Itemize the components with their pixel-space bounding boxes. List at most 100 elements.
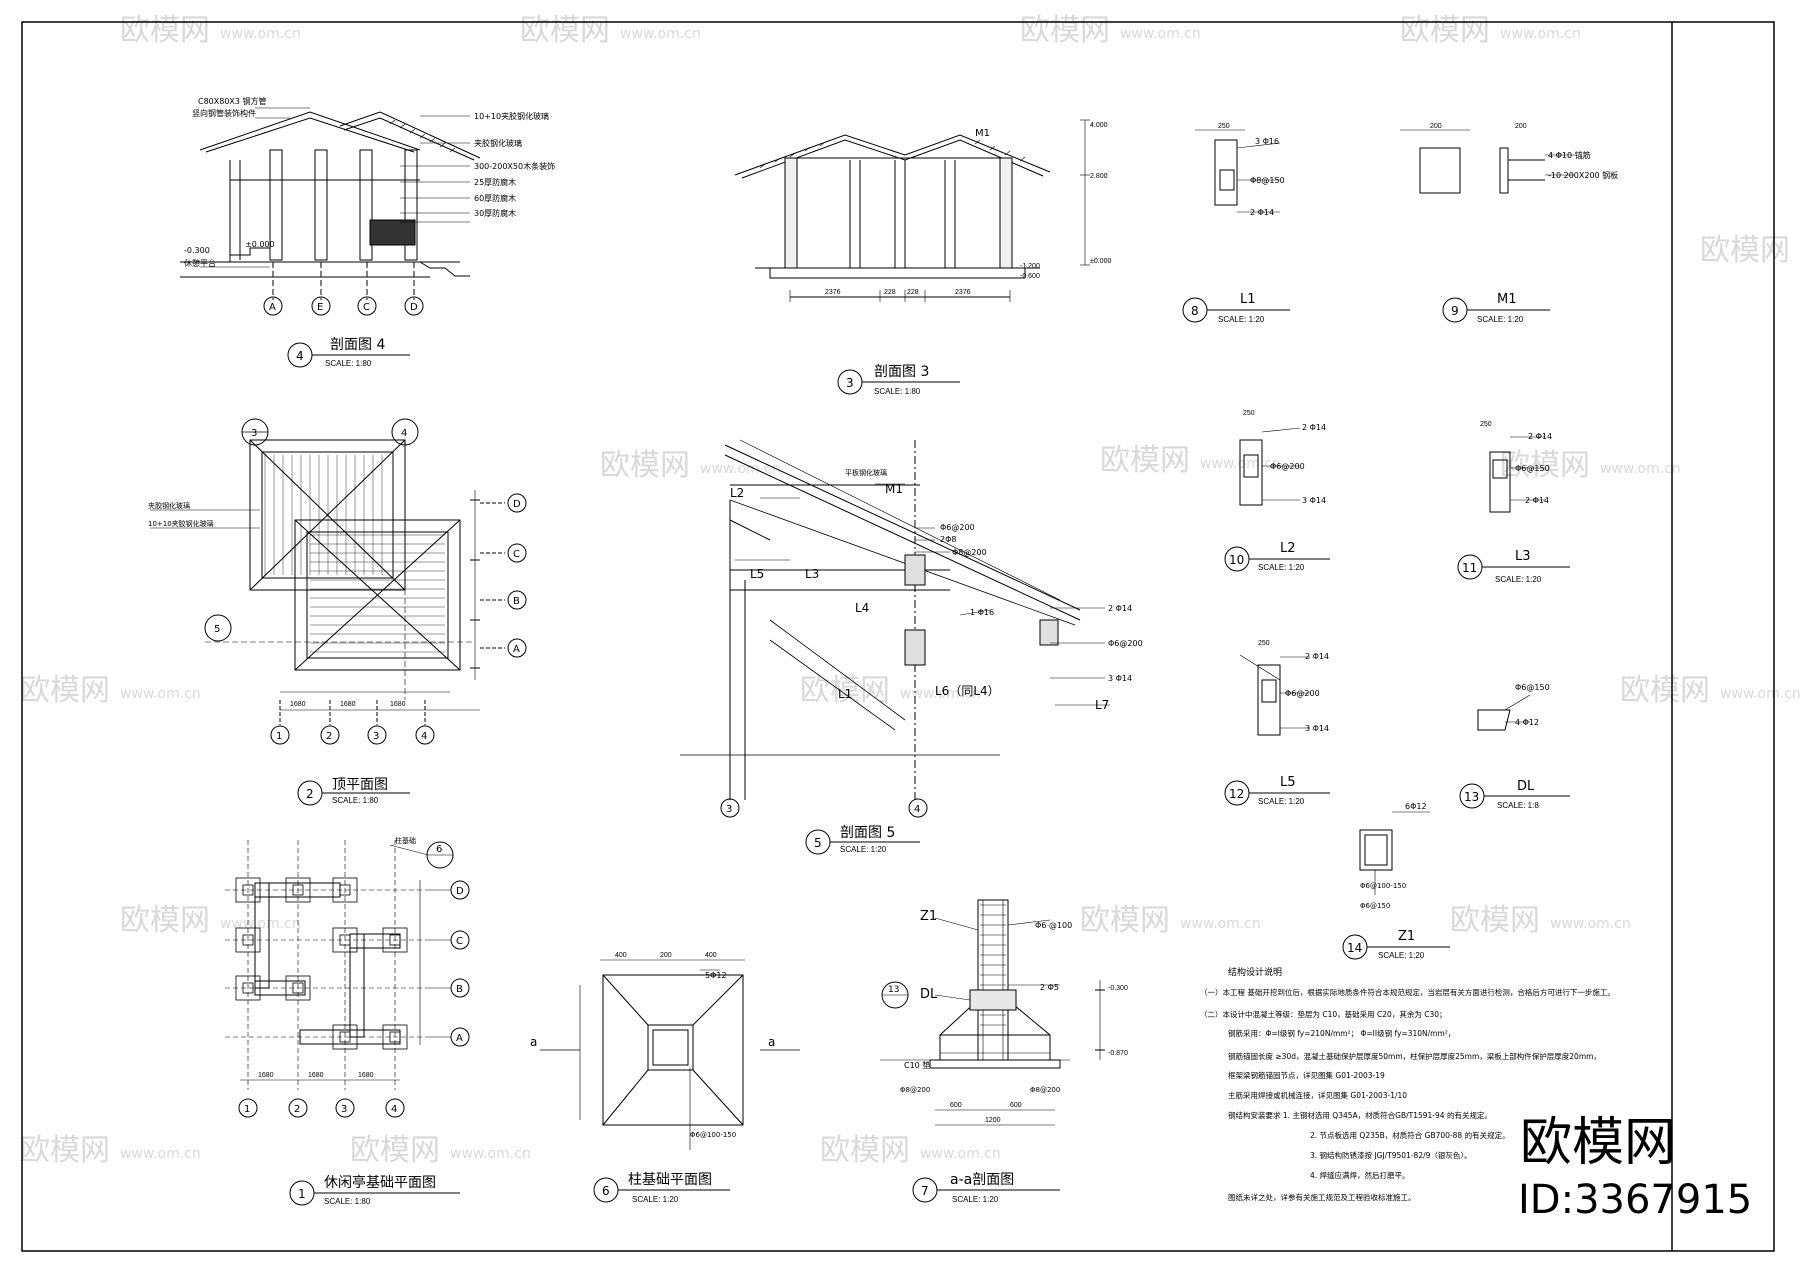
watermark-url: www.om.cn — [1600, 461, 1681, 477]
note-d4-10: 休憩平台 — [184, 258, 216, 268]
title-tag-9: 9 M1 SCALE: 1:20 — [1442, 292, 1550, 324]
axis-d1-v2: B — [456, 984, 463, 995]
title-1: 休闲亭基础平面图 — [324, 1174, 436, 1191]
watermark-cn: 欧模网 — [1080, 903, 1170, 938]
column-pad-core — [242, 884, 254, 896]
note-d8-0: 3 Φ16 — [1255, 137, 1279, 146]
axis-d1-v3: A — [456, 1033, 463, 1044]
notes-line-8: 3. 钢结构防锈漆按 JGJ/T9501-82/9（银灰色）。 — [1310, 1150, 1472, 1160]
watermark-cn: 欧模网 — [1500, 448, 1590, 483]
column-pad — [235, 975, 261, 1001]
beam-sections-drawing — [1195, 129, 1575, 895]
notes-line-2: 钢筋采用：Φ=I级钢 fy=210N/mm²； Φ=II级钢 fy=310N/m… — [1228, 1028, 1455, 1038]
axis-d4-3: D — [410, 302, 418, 313]
title-num-2: 2 — [306, 787, 314, 801]
title-num-6: 6 — [602, 1184, 610, 1198]
axis-d5-1: 4 — [914, 804, 920, 815]
title-num-10: 10 — [1229, 553, 1244, 567]
dim-d7-2: 1200 — [985, 1117, 1001, 1124]
column-pad-core — [292, 884, 304, 896]
watermark-cn: 欧模网 — [1620, 673, 1710, 708]
title-tag-2: 2 顶平面图 SCALE: 1:80 — [297, 777, 410, 806]
dim-d3-4: -0.600 — [1020, 273, 1040, 280]
watermark-url: www.om.cn — [920, 1146, 1001, 1162]
note-d11-0: 2 Φ14 — [1528, 432, 1552, 441]
dim-d7-0: 600 — [950, 1102, 962, 1109]
section-5-drawing — [680, 439, 1110, 818]
note-d5-6: 1 Φ16 — [970, 608, 994, 617]
title-num-8: 8 — [1191, 304, 1199, 318]
axis-d2-h0: 1 — [276, 731, 282, 742]
scale-3: SCALE: 1:80 — [874, 387, 921, 396]
column-pad — [332, 927, 358, 953]
watermark-cn: 欧模网 — [350, 1133, 440, 1168]
note-d5-3: 2 Φ14 — [1108, 604, 1132, 613]
note-d4-7: 30厚防腐木 — [474, 208, 516, 218]
cut-d6-right: a — [768, 1035, 775, 1049]
axis-d1-h1: 2 — [294, 1104, 300, 1115]
scale-10: SCALE: 1:20 — [1258, 563, 1305, 572]
title-tag-8: 8 L1 SCALE: 1:20 — [1182, 292, 1290, 324]
scale-9: SCALE: 1:20 — [1477, 315, 1524, 324]
axis-d2-v0: D — [513, 499, 521, 510]
note-d14-0: 6Φ12 — [1405, 802, 1427, 811]
label-d5-0: L2 — [730, 486, 744, 500]
title-3: 剖面图 3 — [874, 364, 929, 380]
section-4-drawing — [180, 107, 481, 316]
column-pad-core — [242, 934, 254, 946]
note-d5-5: 3 Φ14 — [1108, 674, 1132, 683]
sheet-border — [21, 21, 1775, 1252]
notes-line-4: 框架梁钢筋锚固节点，详见图集 G01-2003-19 — [1228, 1070, 1385, 1080]
title-6: 柱基础平面图 — [628, 1171, 712, 1188]
column-pad-core — [339, 1031, 351, 1043]
section-4-text: C80X80X3 钢方管 竖向钢管装饰构件 10+10夹胶钢化玻璃 夹胶钢化玻璃… — [184, 96, 555, 313]
watermark-url: www.om.cn — [1500, 26, 1581, 42]
watermark-cn: 欧模网 — [600, 448, 690, 483]
title-num-4: 4 — [296, 349, 304, 363]
watermark-cn: 欧模网 — [20, 1133, 110, 1168]
title-tag-3: 3 剖面图 3 SCALE: 1:80 — [837, 364, 960, 396]
note-d8-3: 250 — [1218, 123, 1230, 130]
note-d11-3: 250 — [1480, 421, 1492, 428]
title-num-12: 12 — [1229, 787, 1244, 801]
scale-4: SCALE: 1:80 — [325, 359, 372, 368]
column-footing-text: a a 5Φ12 Φ6@100-150 400 200 400 — [530, 952, 775, 1139]
notes-line-9: 4. 焊缝应满焊，然后打磨平。 — [1310, 1170, 1410, 1180]
label-d5-5: L1 — [838, 687, 852, 701]
note-d11-2: 2 Φ14 — [1525, 496, 1549, 505]
note-d2-1: 10+10夹胶钢化玻璃 — [148, 519, 214, 528]
title-9: M1 — [1497, 292, 1517, 307]
note-d14-2: Φ6@150 — [1360, 902, 1390, 910]
note-d9-0: 4 Φ10 锚筋 — [1548, 150, 1591, 160]
note-d13-0: Φ6@150 — [1515, 683, 1550, 692]
marker-d2-2: 5 — [214, 624, 220, 635]
title-2: 顶平面图 — [332, 777, 388, 793]
watermark-cn: 欧模网 — [20, 673, 110, 708]
scale-13: SCALE: 1:8 — [1497, 801, 1539, 810]
roof-plan-drawing — [150, 418, 527, 745]
axis-d2-h3: 4 — [421, 731, 427, 742]
notes-line-3: 钢筋锚固长度 ≥30d，混凝土基础保护层厚度50mm，柱保护层厚度25mm，梁板… — [1228, 1051, 1601, 1061]
note-d5-0: Φ6@200 — [940, 523, 975, 532]
title-11: L3 — [1515, 549, 1531, 564]
aa-section-drawing — [880, 899, 1105, 1126]
note-d7-5: -0.870 — [1108, 1050, 1128, 1057]
axis-d4-0: A — [269, 302, 276, 313]
watermark-cn: 欧模网 — [120, 13, 210, 48]
column-pad — [235, 877, 261, 903]
note-d4-8: ±0.000 — [245, 240, 275, 249]
axis-d2-h1: 2 — [326, 731, 332, 742]
column-pad — [285, 877, 311, 903]
label-d5-7: L7 — [1095, 698, 1109, 712]
watermark-cn: 欧模网 — [1100, 443, 1190, 478]
column-pad-core — [339, 884, 351, 896]
title-tag-11: 11 L3 SCALE: 1:20 — [1457, 549, 1570, 584]
dim-d2-0: 1680 — [290, 701, 306, 708]
section-3-text: M1 4.000 2.800 ±0.000 -1.200 -0.600 2376… — [825, 122, 1111, 296]
column-pad-core — [389, 1031, 401, 1043]
axis-d2-v1: C — [513, 549, 520, 560]
note-d6-0: 5Φ12 — [705, 971, 727, 980]
column-pad — [382, 927, 408, 953]
